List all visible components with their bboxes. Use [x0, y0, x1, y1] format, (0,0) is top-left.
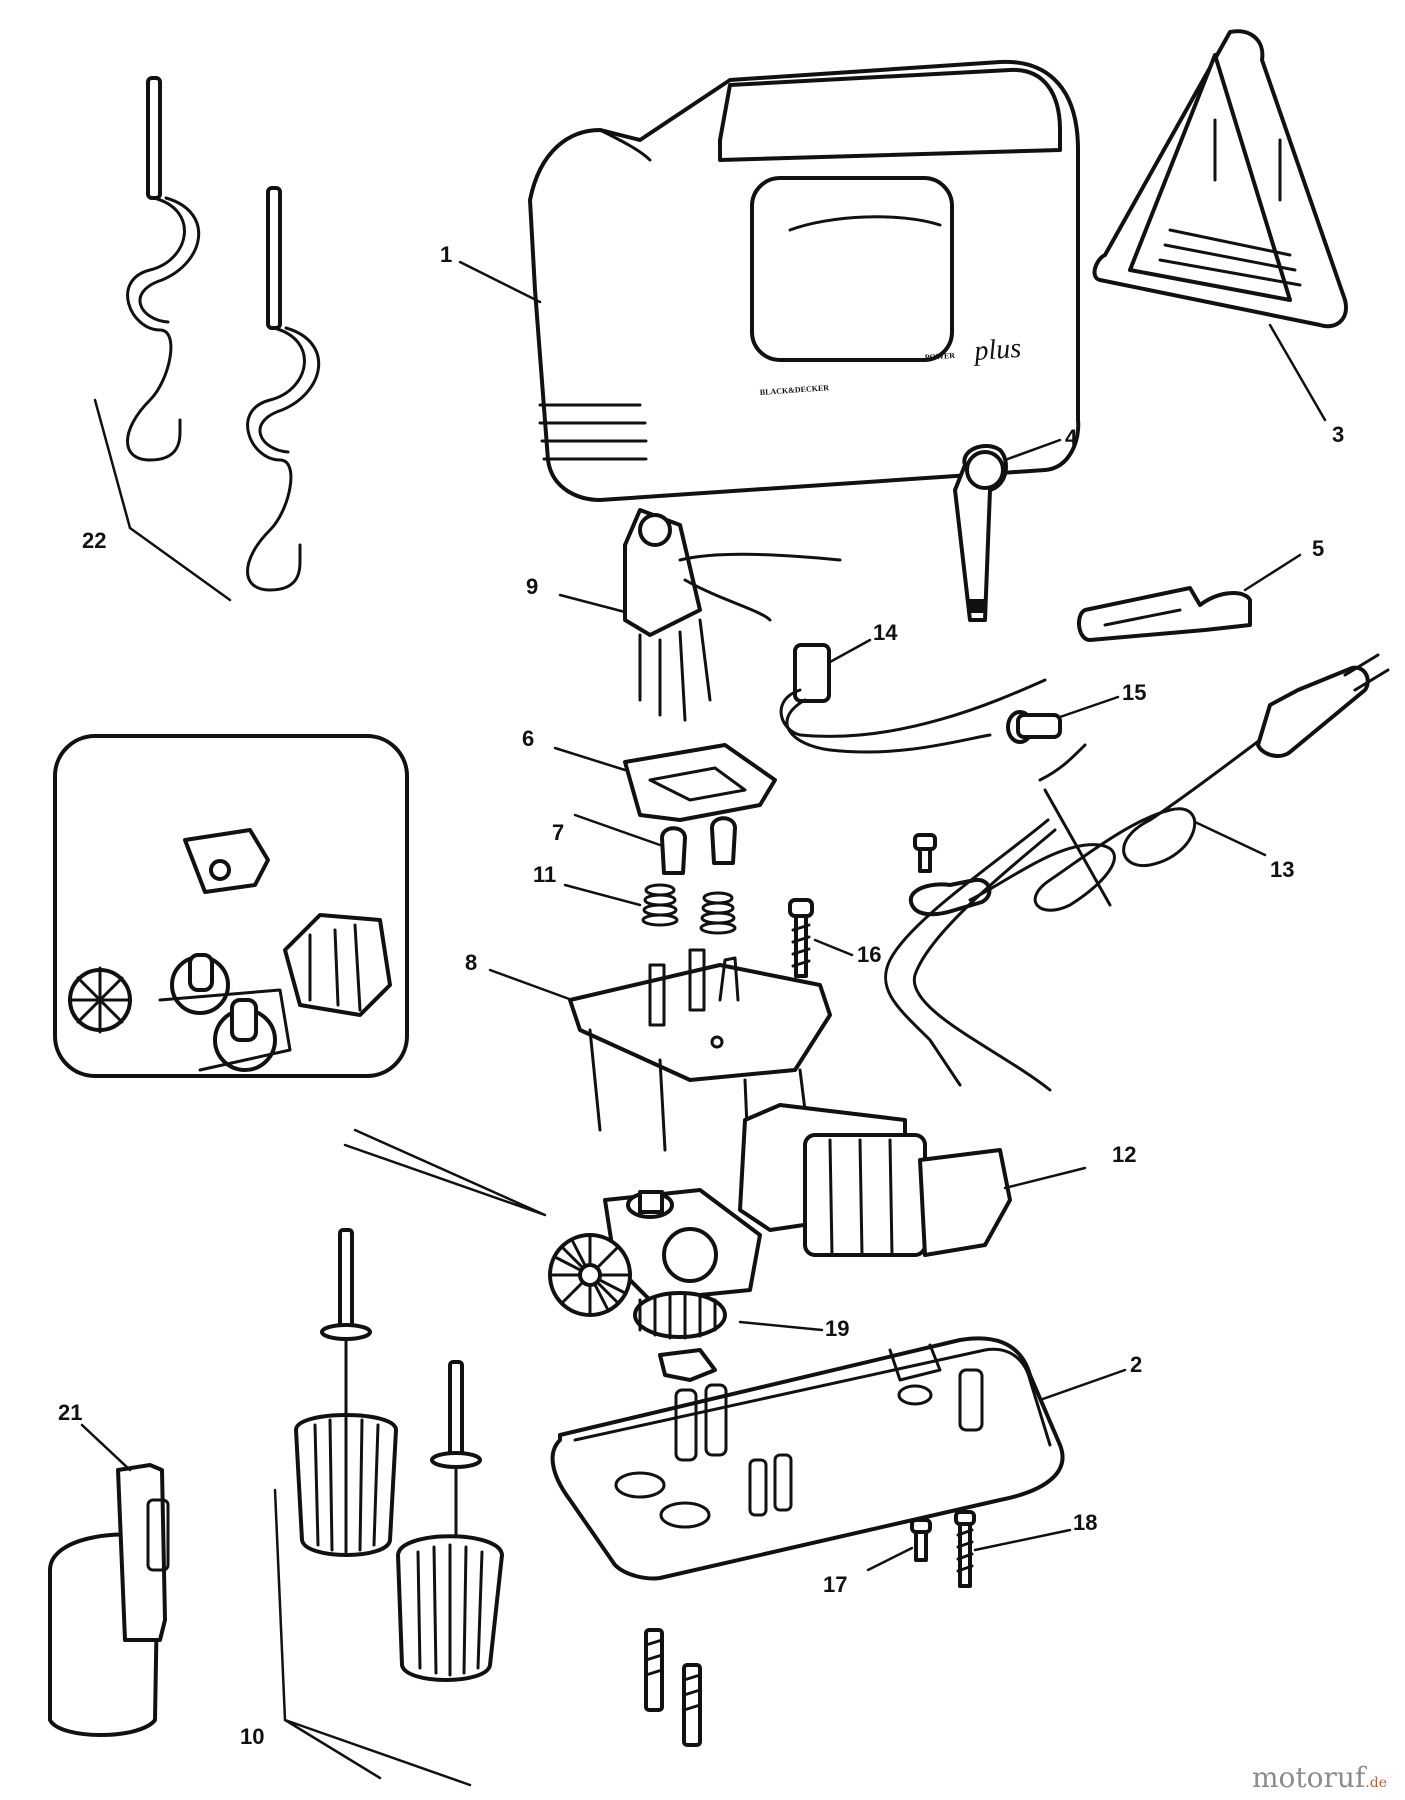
- leader-15: [1058, 695, 1120, 719]
- callout-6: 6: [522, 726, 534, 751]
- beater-holder: [48, 1463, 170, 1737]
- power-cord: [884, 653, 1390, 1092]
- main-housing: BLACK&DECKER POWER plus: [528, 59, 1081, 502]
- leader-21: [80, 1423, 132, 1472]
- leader-5: [1243, 553, 1302, 592]
- lower-housing: [550, 1336, 1065, 1581]
- dough-hooks: [126, 76, 321, 592]
- leader-2: [1038, 1368, 1127, 1402]
- housing-model-word: POWER: [925, 351, 956, 362]
- leader-6: [553, 746, 627, 772]
- callout-17: 17: [823, 1572, 847, 1597]
- callout-16: 16: [857, 942, 881, 967]
- callout-12: 12: [1112, 1142, 1136, 1167]
- callout-7: 7: [552, 820, 564, 845]
- screws-17-18: [644, 1510, 976, 1747]
- callout-14: 14: [873, 620, 898, 645]
- leader-4: [1003, 438, 1062, 462]
- leader-1: [458, 260, 542, 304]
- callout-22: 22: [82, 528, 106, 553]
- carbon-brushes: [660, 816, 737, 875]
- leader-12: [1003, 1166, 1087, 1190]
- leader-9: [558, 593, 627, 614]
- speed-selector: [953, 444, 1008, 622]
- leader-19: [738, 1320, 824, 1332]
- callout-8: 8: [465, 950, 477, 975]
- callout-18: 18: [1073, 1510, 1097, 1535]
- leader-14: [828, 638, 872, 664]
- leader-22: [93, 398, 232, 602]
- brush-springs: [641, 883, 737, 935]
- callout-19: 19: [825, 1316, 849, 1341]
- beaters: [294, 1228, 504, 1682]
- ejector-button: [1077, 586, 1252, 642]
- screw-16: [788, 898, 814, 978]
- switch-plate: [623, 743, 777, 822]
- site-watermark: motoruf.de: [1252, 1761, 1387, 1794]
- heel-rest-stand: [1092, 29, 1348, 329]
- callout-21: 21: [58, 1400, 82, 1425]
- cord-grommet: [1006, 710, 1062, 744]
- callout-5: 5: [1312, 536, 1324, 561]
- leader-10: [273, 1488, 472, 1787]
- callout-2: 2: [1130, 1352, 1142, 1377]
- suppressor-with-wires: [779, 643, 1047, 754]
- leader-8: [488, 968, 574, 1002]
- leader-13: [1193, 820, 1267, 857]
- callout-11: 11: [533, 862, 556, 887]
- switch-assembly: [623, 508, 842, 722]
- leader-11: [563, 883, 642, 907]
- callout-15: 15: [1122, 680, 1146, 705]
- callout-9: 9: [526, 574, 538, 599]
- callout-1: 1: [440, 242, 452, 267]
- watermark-text: motoruf: [1251, 1761, 1366, 1794]
- callout-13: 13: [1270, 857, 1294, 882]
- leader-3: [1268, 323, 1327, 422]
- callout-10: 10: [240, 1724, 264, 1749]
- brush-holder-frame: [568, 948, 832, 1152]
- callout-4: 4: [1065, 425, 1078, 450]
- leader-16: [813, 938, 854, 957]
- leader-18: [973, 1528, 1072, 1552]
- callout-3: 3: [1332, 422, 1344, 447]
- inset-pointer: [343, 1128, 547, 1217]
- watermark-suffix: .de: [1365, 1775, 1387, 1791]
- leader-17: [866, 1546, 914, 1572]
- leader-7: [573, 813, 662, 847]
- housing-model-script: plus: [971, 333, 1022, 367]
- gearbox-detail-inset: [53, 734, 409, 1078]
- motor-assembly: [548, 1103, 1012, 1382]
